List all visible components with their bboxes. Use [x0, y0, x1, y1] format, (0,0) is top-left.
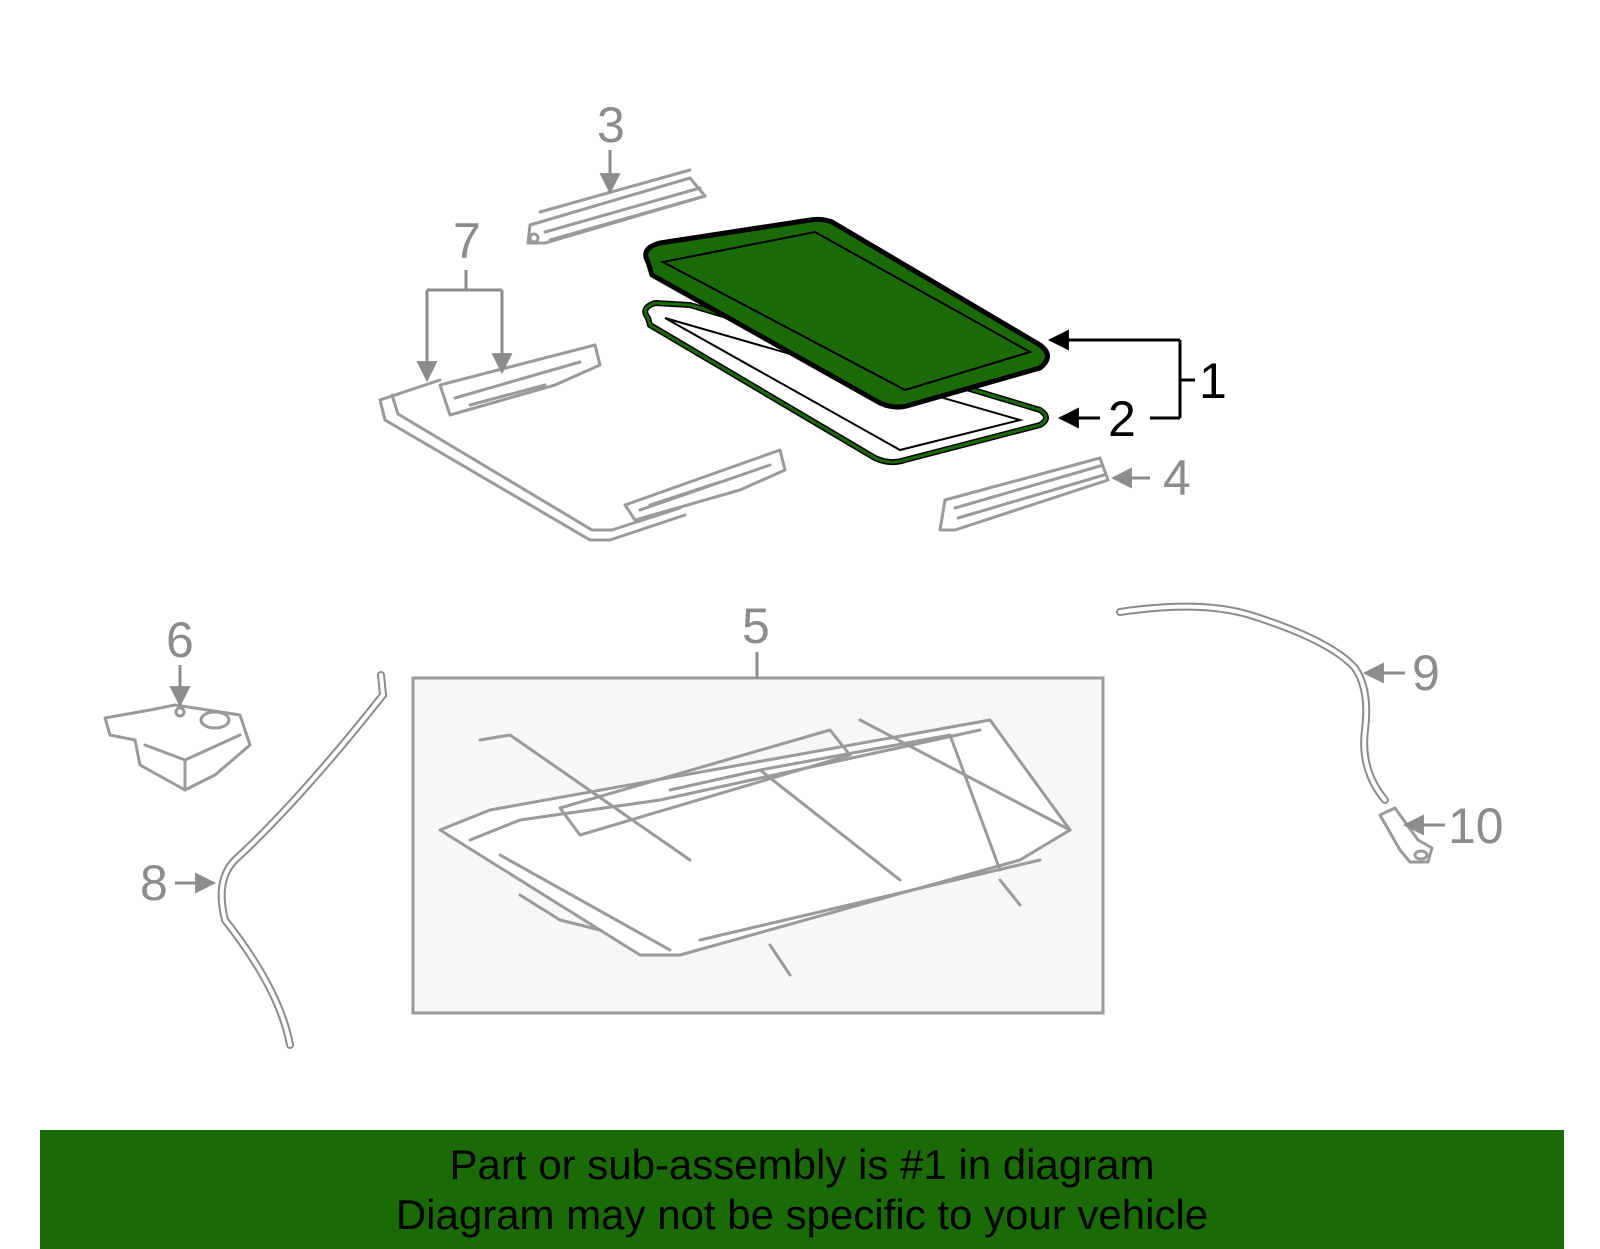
- callout-5[interactable]: 5: [742, 598, 770, 654]
- part-4-rail[interactable]: [938, 456, 1110, 532]
- callout-8[interactable]: 8: [140, 855, 168, 911]
- callout-10[interactable]: 10: [1448, 798, 1504, 854]
- banner-line-1: Part or sub-assembly is #1 in diagram: [449, 1140, 1155, 1188]
- callout-7[interactable]: 7: [453, 213, 481, 269]
- callout-9[interactable]: 9: [1412, 645, 1440, 701]
- part-6-motor[interactable]: [103, 703, 252, 792]
- callout-6[interactable]: 6: [166, 612, 194, 668]
- part-8-hose[interactable]: [217, 671, 388, 1049]
- callout-2[interactable]: 2: [1108, 391, 1136, 447]
- callout-3[interactable]: 3: [597, 97, 625, 153]
- callout-4[interactable]: 4: [1163, 450, 1191, 506]
- part-7-frame[interactable]: [378, 343, 787, 542]
- part-5-housing: [438, 718, 1072, 977]
- callout-1[interactable]: 1: [1199, 353, 1227, 409]
- part-1-glass[interactable]: [643, 216, 1050, 410]
- info-banner: Part or sub-assembly is #1 in diagram Di…: [40, 1130, 1564, 1249]
- part-3-rail[interactable]: [526, 168, 707, 245]
- banner-line-2: Diagram may not be specific to your vehi…: [395, 1190, 1209, 1238]
- part-9-hose[interactable]: [1116, 602, 1389, 804]
- part-10-valve[interactable]: [1378, 806, 1434, 864]
